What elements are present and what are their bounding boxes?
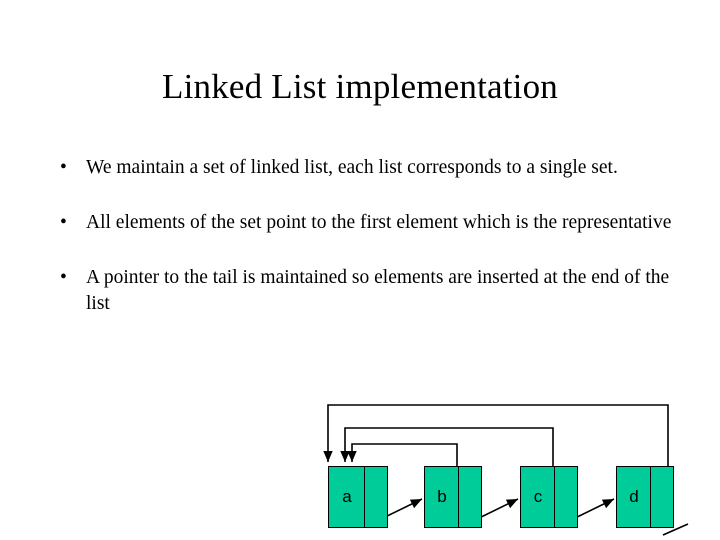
bullet-marker-icon: •: [60, 157, 67, 178]
list-node-label: a: [342, 487, 352, 506]
list-node-label: c: [533, 487, 543, 506]
page-title: Linked List implementation: [162, 67, 558, 106]
node-divider: [650, 467, 651, 527]
list-node-c: c: [520, 466, 578, 528]
list-node-d: d: [616, 466, 674, 528]
list-item: • A pointer to the tail is maintained so…: [52, 265, 672, 317]
list-item-text: A pointer to the tail is maintained so e…: [86, 267, 670, 314]
list-item: • All elements of the set point to the f…: [52, 210, 672, 236]
back-pointer-from-d: [323, 404, 669, 466]
list-node-b: b: [424, 466, 482, 528]
list-node-label: d: [629, 487, 639, 506]
bullet-marker-icon: •: [60, 267, 67, 288]
bullet-list: • We maintain a set of linked list, each…: [52, 155, 672, 346]
list-node-a: a: [328, 466, 388, 528]
back-pointer-from-c: [340, 427, 554, 466]
list-item-text: We maintain a set of linked list, each l…: [86, 157, 618, 178]
node-divider: [554, 467, 555, 527]
list-item: • We maintain a set of linked list, each…: [52, 155, 672, 181]
node-divider: [458, 467, 459, 527]
back-pointer-from-b: [347, 443, 458, 466]
node-divider: [364, 467, 365, 527]
list-item-text: All elements of the set point to the fir…: [86, 212, 672, 233]
bullet-marker-icon: •: [60, 212, 67, 233]
list-node-label: b: [437, 487, 447, 506]
